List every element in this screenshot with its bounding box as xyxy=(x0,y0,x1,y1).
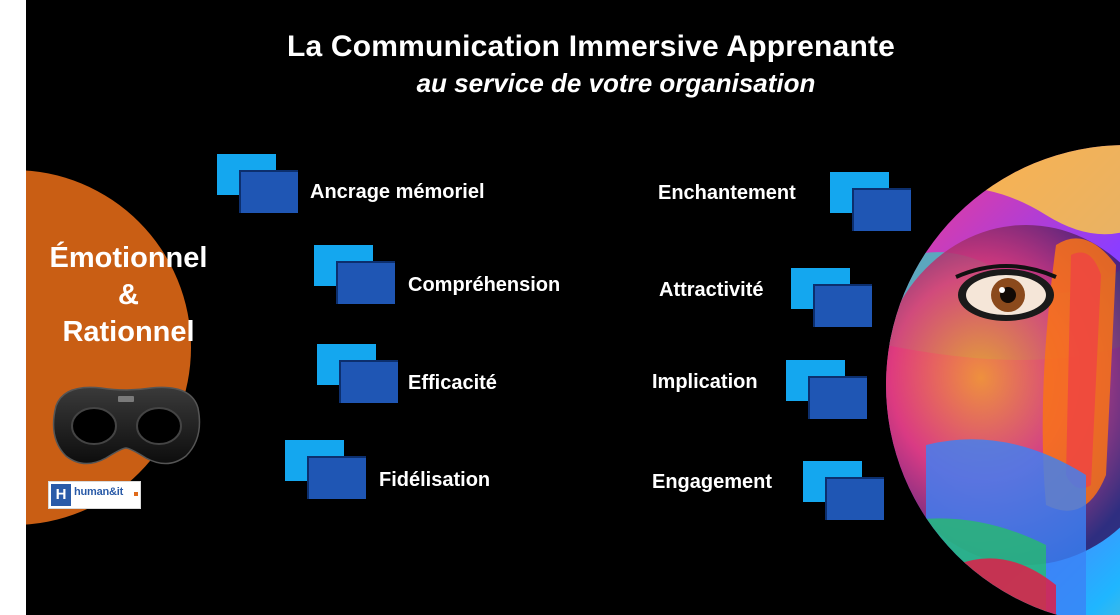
benefit-comprehension: Compréhension xyxy=(408,274,561,296)
squares-icon xyxy=(786,360,868,420)
benefit-engagement: Engagement xyxy=(652,471,773,493)
logo-dot xyxy=(134,492,138,496)
squares-icon xyxy=(217,154,299,214)
squares-icon xyxy=(830,172,912,232)
squares-icon xyxy=(285,440,367,500)
benefit-efficacite: Efficacité xyxy=(408,372,497,394)
human-and-it-logo: H human&it xyxy=(48,481,141,509)
slide: La Communication Immersive Apprenante au… xyxy=(26,0,1120,615)
page-title: La Communication Immersive Apprenante xyxy=(286,30,896,63)
circle-label: Émotionnel & Rationnel xyxy=(26,240,231,351)
vr-headset-icon xyxy=(52,386,201,465)
logo-text: human&it xyxy=(74,486,124,498)
circle-label-line-3: Rationnel xyxy=(62,316,195,348)
benefit-ancrage-memoriel: Ancrage mémoriel xyxy=(310,181,485,203)
benefit-implication: Implication xyxy=(652,371,758,393)
page-subtitle: au service de votre organisation xyxy=(416,68,816,98)
painted-face-image xyxy=(886,145,1120,615)
squares-icon xyxy=(803,461,885,521)
benefit-fidelisation: Fidélisation xyxy=(379,469,491,491)
squares-icon xyxy=(314,245,396,305)
logo-mark: H xyxy=(51,484,71,506)
benefit-attractivite: Attractivité xyxy=(659,279,764,301)
benefit-enchantement: Enchantement xyxy=(658,182,796,204)
circle-label-line-2: & xyxy=(118,279,139,311)
squares-icon xyxy=(317,344,399,404)
squares-icon xyxy=(791,268,873,328)
circle-label-line-1: Émotionnel xyxy=(49,242,208,274)
